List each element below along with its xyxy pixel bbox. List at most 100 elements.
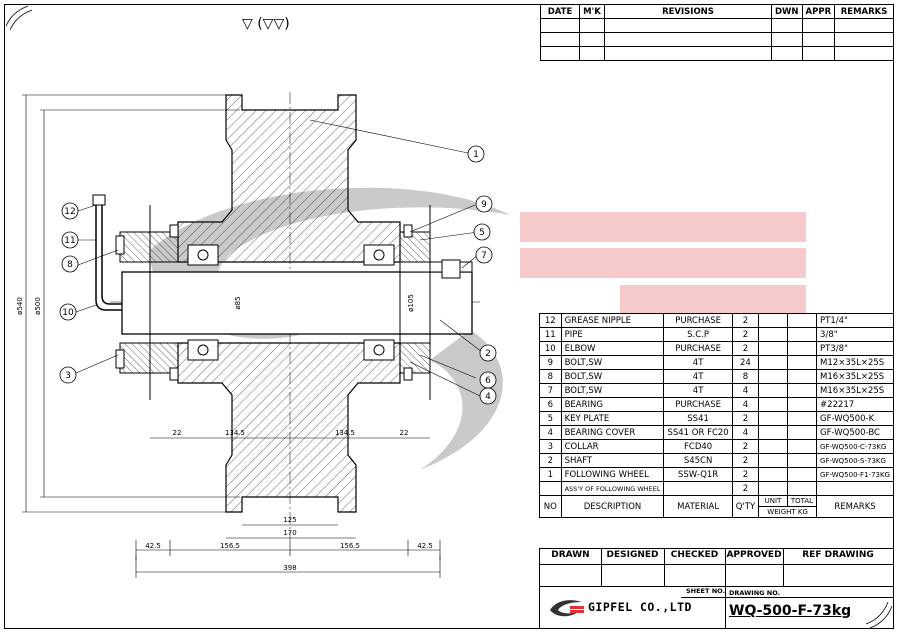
bom-weight-cell <box>786 369 818 384</box>
balloon-2: 2 <box>485 349 491 359</box>
bom-weight-cell <box>758 355 788 370</box>
bom-description: FOLLOWING WHEEL <box>560 467 665 482</box>
dim-d540: ø540 <box>16 297 24 315</box>
bom-header-weight: WEIGHT KG <box>758 506 818 518</box>
bom-material: S45CN <box>663 453 733 468</box>
bom-qty: 2 <box>731 313 760 328</box>
bom-qty: 2 <box>731 481 760 496</box>
rev-header-remarks: REMARKS <box>834 4 894 19</box>
bom-remarks: M16×35L×25S <box>816 383 894 398</box>
bom-qty: 2 <box>731 453 760 468</box>
dim-d85: ø85 <box>234 296 242 309</box>
bom-description: COLLAR <box>560 439 665 454</box>
designed-label: DESIGNED <box>606 550 659 560</box>
bom-qty: 4 <box>731 425 760 440</box>
bom-qty: 4 <box>731 383 760 398</box>
bom-remarks: PT3/8" <box>816 341 894 356</box>
dim-398: 398 <box>283 564 296 572</box>
drawn-label: DRAWN <box>551 550 590 560</box>
bom-weight-cell <box>786 411 818 426</box>
drawing-number: WQ-500-F-73kg <box>729 603 852 619</box>
bom-weight-cell <box>758 453 788 468</box>
bom-no: 2 <box>539 453 562 468</box>
balloon-12: 12 <box>64 207 75 217</box>
bom-material: 4T <box>663 355 733 370</box>
bom-weight-cell <box>786 355 818 370</box>
bom-description: BOLT,SW <box>560 383 665 398</box>
bom-remarks <box>816 481 894 496</box>
company-name: GIPFEL CO.,LTD <box>588 600 692 614</box>
bom-description: PIPE <box>560 327 665 342</box>
bom-no: 12 <box>539 313 562 328</box>
bom-material: SS41 <box>663 411 733 426</box>
bom-remarks: M12×35L×25S <box>816 355 894 370</box>
dim-134-left: 134.5 <box>225 429 245 437</box>
revisions-table: DATE M'K REVISIONS DWN APPR REMARKS <box>540 4 894 61</box>
bom-description: BEARING COVER <box>560 425 665 440</box>
bom-no: 4 <box>539 425 562 440</box>
item-balloons <box>59 145 497 405</box>
bom-material: FCD40 <box>663 439 733 454</box>
bom-weight-cell <box>758 341 788 356</box>
bom-weight-cell <box>758 313 788 328</box>
bom-qty: 2 <box>731 327 760 342</box>
dim-22-right: 22 <box>400 429 409 437</box>
bom-qty: 4 <box>731 397 760 412</box>
checked-label: CHECKED <box>670 550 719 560</box>
ref-drawing-label: REF DRAWING <box>802 550 874 560</box>
rev-header-revisions: REVISIONS <box>604 4 772 19</box>
gipfel-logo-icon <box>550 600 584 617</box>
title-block: DRAWN DESIGNED CHECKED APPROVED REF DRAW… <box>539 548 894 629</box>
balloon-11: 11 <box>64 236 75 246</box>
bom-material: PURCHASE <box>663 341 733 356</box>
bom-material: SSW-Q1R <box>663 467 733 482</box>
bom-material: 4T <box>663 369 733 384</box>
approved-label: APPROVED <box>726 550 782 560</box>
dimension-lines <box>22 94 441 578</box>
balloon-4: 4 <box>485 392 491 402</box>
bom-qty: 24 <box>731 355 760 370</box>
bom-description: ELBOW <box>560 341 665 356</box>
bom-qty: 2 <box>731 439 760 454</box>
balloon-3: 3 <box>65 371 71 381</box>
bom-no: 1 <box>539 467 562 482</box>
bom-no: 9 <box>539 355 562 370</box>
dim-125: 125 <box>283 516 296 524</box>
bom-weight-cell <box>758 411 788 426</box>
bom-header-no: NO <box>539 495 562 518</box>
bom-description: BEARING <box>560 397 665 412</box>
bom-no <box>539 481 562 496</box>
rev-header-mk: M'K <box>579 4 605 19</box>
bom-header-qty: Q'TY <box>731 495 760 518</box>
bom-weight-cell <box>786 327 818 342</box>
bom-remarks: GF-WQ500-K <box>816 411 894 426</box>
dim-42-right: 42.5 <box>417 542 433 550</box>
leader-lines <box>75 119 483 397</box>
bom-weight-cell <box>786 481 818 496</box>
bom-weight-cell <box>786 397 818 412</box>
bom-weight-cell <box>758 383 788 398</box>
bom-description: GREASE NIPPLE <box>560 313 665 328</box>
surface-finish-symbol: ▽ (▽▽) <box>242 16 290 32</box>
bom-description: KEY PLATE <box>560 411 665 426</box>
dim-156-right: 156.5 <box>340 542 360 550</box>
bom-material: 4T <box>663 383 733 398</box>
bom-description: SHAFT <box>560 453 665 468</box>
bom-remarks: PT1/4" <box>816 313 894 328</box>
bom-qty: 2 <box>731 467 760 482</box>
bom-no: 3 <box>539 439 562 454</box>
bom-remarks: GF-WQ500-BC <box>816 425 894 440</box>
dim-22-left: 22 <box>173 429 182 437</box>
bom-qty: 8 <box>731 369 760 384</box>
dim-156-left: 156.5 <box>220 542 240 550</box>
